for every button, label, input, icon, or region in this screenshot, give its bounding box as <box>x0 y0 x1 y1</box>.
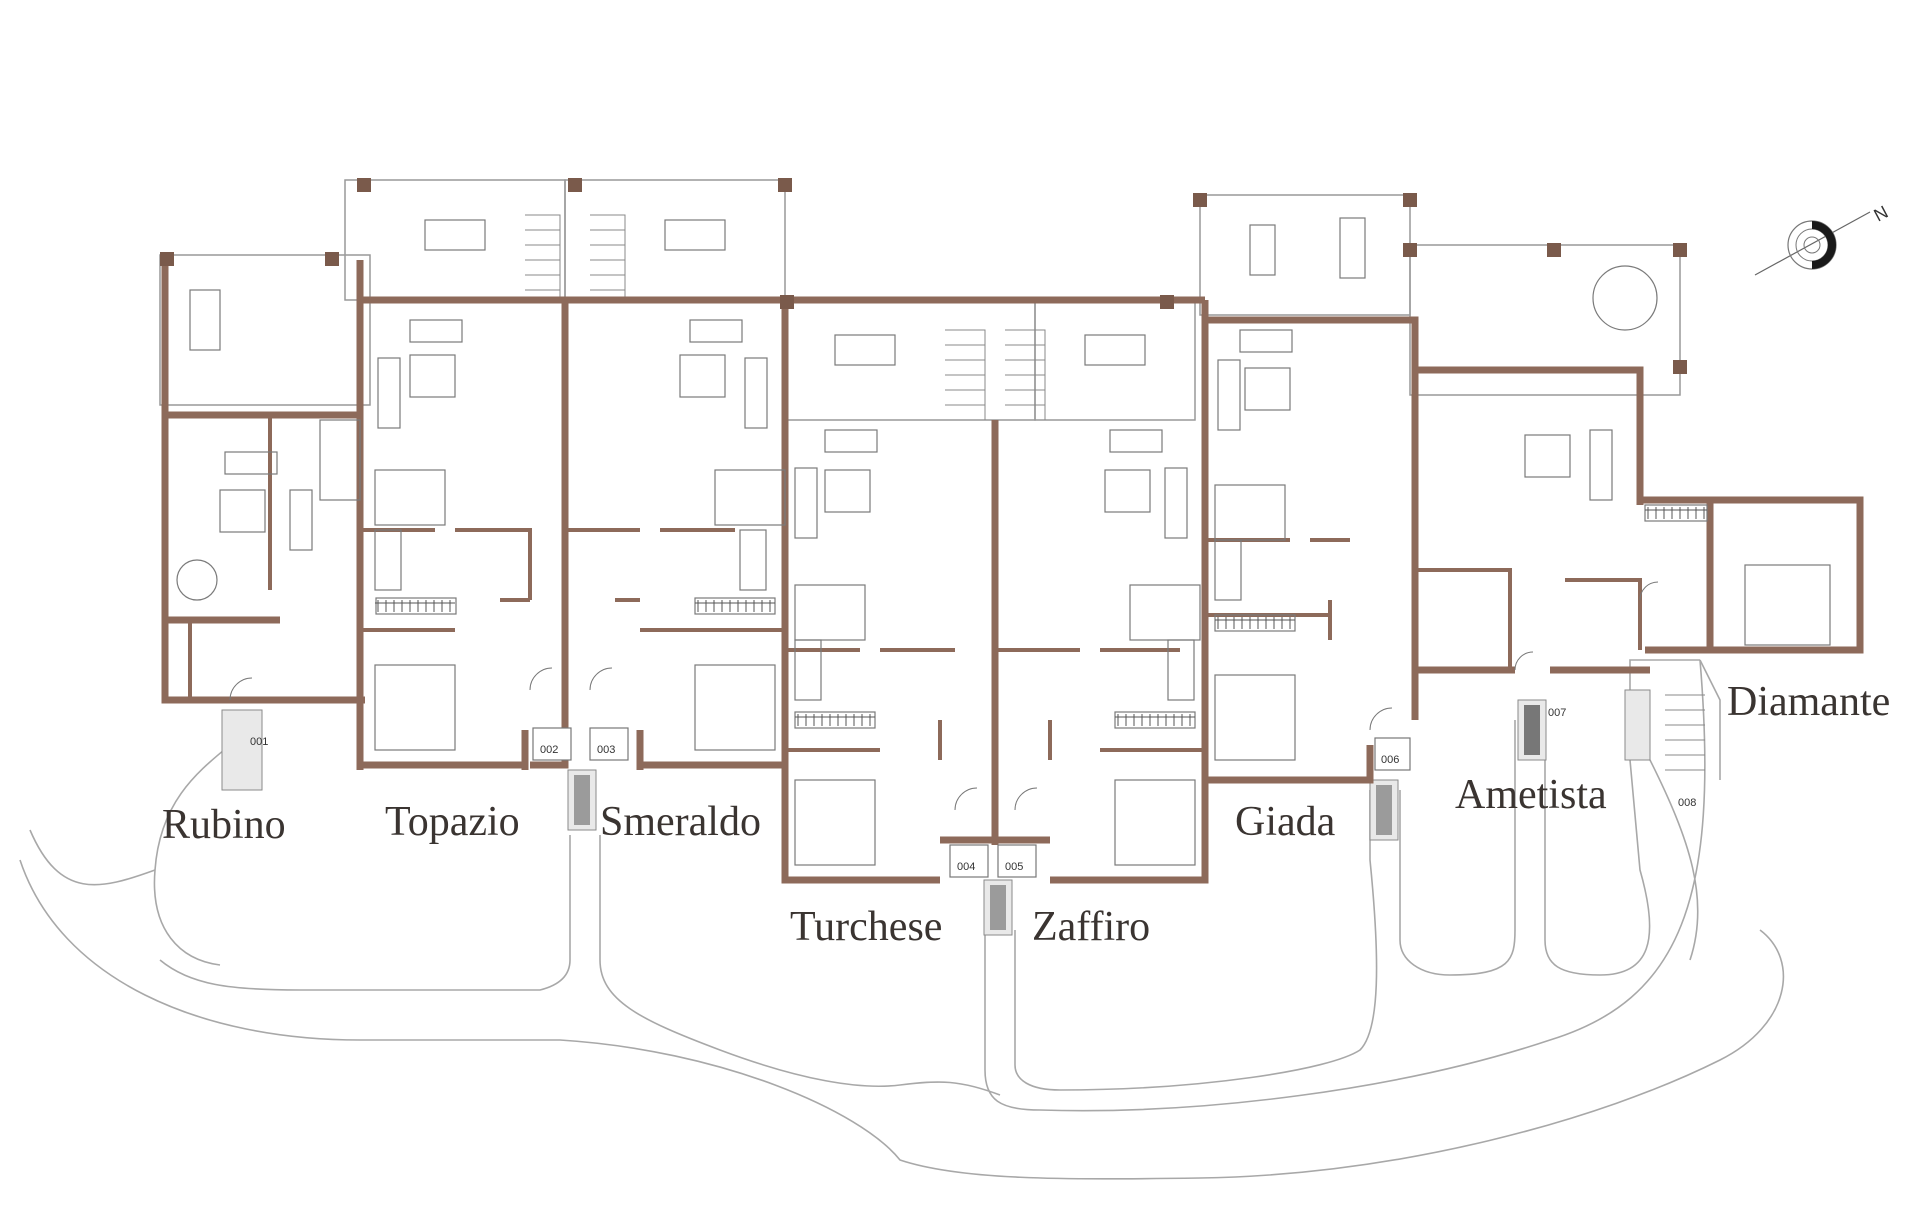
wardrobes <box>375 507 1707 726</box>
compass-north-letter: N <box>1870 202 1891 226</box>
door-number-008: 008 <box>1678 797 1696 809</box>
door-number-004: 004 <box>957 861 975 873</box>
unit-label-rubino: Rubino <box>162 802 286 848</box>
north-arrow-icon: N <box>1754 202 1891 276</box>
unit-label-topazio: Topazio <box>385 799 520 845</box>
door-number-005: 005 <box>1005 861 1023 873</box>
posts <box>160 178 1687 374</box>
door-number-007: 007 <box>1548 707 1566 719</box>
door-number-006: 006 <box>1381 754 1399 766</box>
unit-label-diamante: Diamante <box>1727 679 1890 725</box>
partitions <box>188 415 1642 760</box>
entry-boxes <box>532 727 1411 878</box>
walls <box>161 260 1864 884</box>
unit-label-smeraldo: Smeraldo <box>600 799 761 845</box>
unit-label-turchese: Turchese <box>790 904 942 950</box>
furniture <box>176 217 1831 866</box>
door-number-001: 001 <box>250 736 268 748</box>
door-number-003: 003 <box>597 744 615 756</box>
doors <box>229 581 1659 811</box>
unit-label-zaffiro: Zaffiro <box>1032 904 1150 950</box>
unit-label-giada: Giada <box>1235 799 1336 845</box>
walkway-texture <box>574 705 1540 930</box>
unit-label-ametista: Ametista <box>1455 772 1607 818</box>
door-number-002: 002 <box>540 744 558 756</box>
terrace-stairs <box>525 214 1705 771</box>
